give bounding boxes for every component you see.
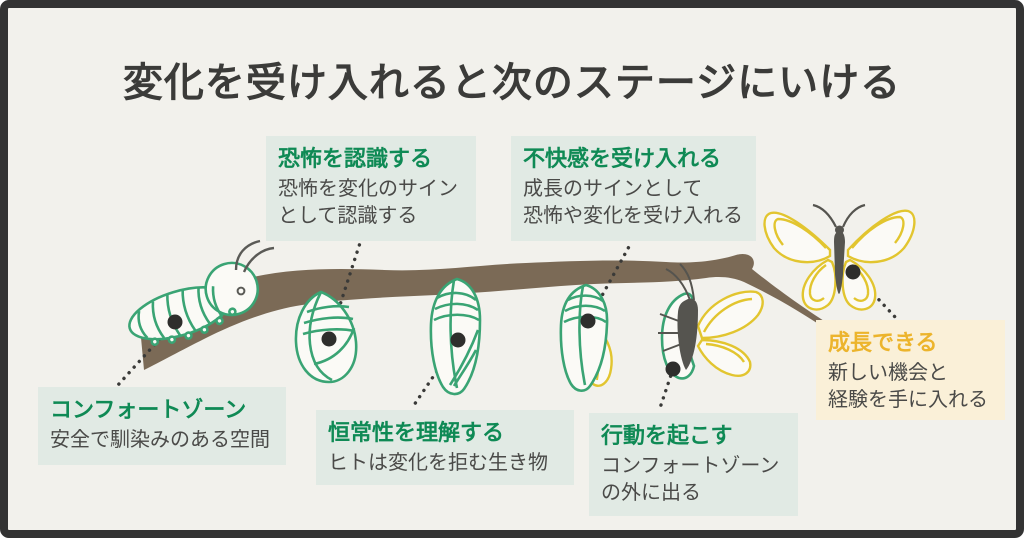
marker-accept-discomfort — [580, 313, 596, 329]
stage-description: 恐怖を変化のサイン として認識する — [278, 178, 458, 227]
stage-description: 新しい機会と 経験を手に入れる — [828, 362, 988, 411]
marker-recognize-fear — [321, 331, 337, 347]
stage-heading: 成長できる — [828, 330, 938, 355]
stage-heading: コンフォートゾーン — [50, 397, 247, 422]
butterfly-emerging-from-chrysalis-icon — [658, 263, 764, 380]
stage-comfort-zone-label: コンフォートゾーン 安全で馴染みのある空間 — [38, 387, 286, 465]
stage-description: ヒトは変化を拒む生き物 — [328, 452, 548, 475]
chrysalis-with-emerging-wing-icon — [559, 283, 613, 392]
stage-description: コンフォートゾーン の外に出る — [601, 455, 780, 504]
stage-description: 成長のサインとして 恐怖や変化を受け入れる — [523, 178, 743, 227]
stage-accept-discomfort-label: 不快感を受け入れる 成長のサインとして 恐怖や変化を受け入れる — [511, 136, 756, 241]
caterpillar-antennae-icon — [234, 239, 275, 273]
stage-heading: 恒常性を理解する — [328, 420, 505, 445]
stage-can-grow-label: 成長できる 新しい機会と 経験を手に入れる — [816, 320, 1005, 420]
stage-heading: 恐怖を認識する — [278, 146, 433, 171]
page-title: 変化を受け入れると次のステージにいける — [122, 61, 902, 105]
marker-take-action — [665, 361, 681, 377]
stage-take-action-label: 行動を起こす コンフォートゾーン の外に出る — [589, 413, 798, 516]
butterfly-body — [812, 203, 866, 294]
stage-description: 安全で馴染みのある空間 — [50, 429, 270, 452]
tree-branch-icon — [139, 253, 835, 370]
stage-heading: 不快感を受け入れる — [523, 146, 722, 171]
stage-recognize-fear-label: 恐怖を認識する 恐怖を変化のサイン として認識する — [266, 136, 476, 241]
stage-understand-homeostasis-label: 恒常性を理解する ヒトは変化を拒む生き物 — [316, 410, 574, 485]
emerging-body — [658, 263, 695, 352]
metamorphosis-illustration — [116, 203, 916, 413]
caterpillar-eye — [236, 286, 246, 296]
butterfly-icon — [763, 203, 916, 311]
stage-heading: 行動を起こす — [601, 423, 733, 448]
marker-can-grow — [845, 264, 861, 280]
dot-markers — [167, 264, 861, 377]
marker-comfort-zone — [167, 314, 183, 330]
marker-understand-homeostasis — [450, 332, 466, 348]
caterpillar-icon — [128, 239, 275, 347]
